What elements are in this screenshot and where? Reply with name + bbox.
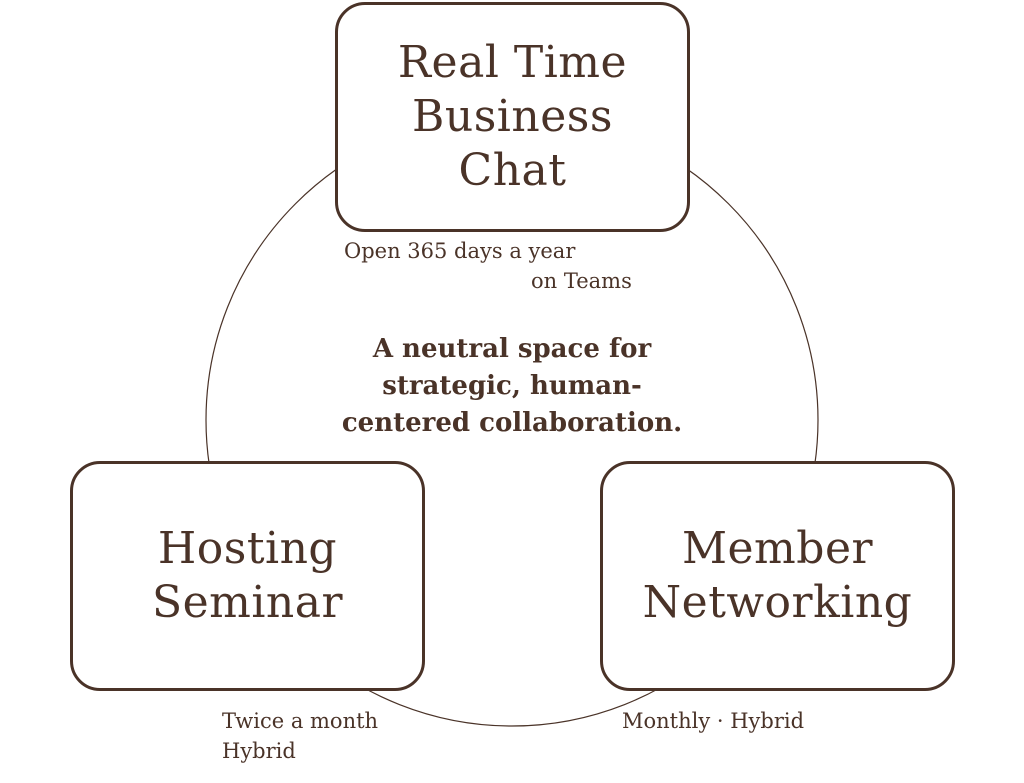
networking-schedule: Monthly · Hybrid <box>622 709 805 733</box>
seminar-schedule-line-2: Hybrid <box>222 739 296 763</box>
center-statement-line-2: strategic, human- <box>382 371 642 401</box>
real-time-business-chat-box: Real Time Business Chat <box>335 2 690 232</box>
chat-schedule-line-1: Open 365 days a year <box>344 239 576 263</box>
hosting-seminar-title: Hosting Seminar <box>151 523 344 628</box>
real-time-business-chat-title: Real Time Business Chat <box>397 37 628 196</box>
center-statement-line-1: A neutral space for <box>372 334 652 364</box>
member-networking-title: Member Networking <box>642 523 913 628</box>
hosting-seminar-box: Hosting Seminar <box>70 461 425 691</box>
member-networking-box: Member Networking <box>600 461 955 691</box>
center-statement: A neutral space for strategic, human- ce… <box>296 331 728 442</box>
chat-schedule-line-2: on Teams <box>531 269 632 293</box>
center-statement-line-3: centered collaboration. <box>341 408 683 438</box>
seminar-schedule-line-1: Twice a month <box>222 709 379 733</box>
